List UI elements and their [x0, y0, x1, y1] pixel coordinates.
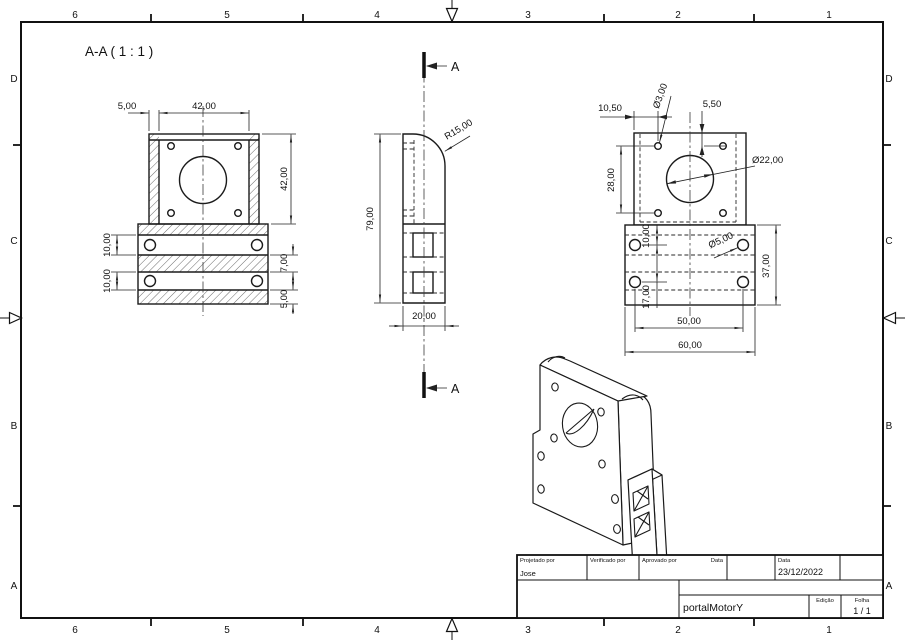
- dim-base: 5,00: [279, 290, 290, 309]
- mount-hole: [654, 141, 663, 150]
- dim-hole-span: 50,00: [677, 316, 701, 327]
- section-view-title: A-A ( 1 : 1 ): [85, 44, 153, 59]
- dim-corner-radius: R15,00: [443, 117, 475, 142]
- zone-col-bottom: 4: [374, 625, 380, 636]
- iso-view: [532, 355, 668, 569]
- base-hole: [628, 275, 642, 289]
- iso-square-slot: [633, 511, 651, 538]
- dim-thickness: 20,00: [412, 311, 436, 322]
- centering-arrow-right: [882, 311, 905, 325]
- dim-wall-thickness: 5,00: [118, 101, 137, 112]
- base-hole: [736, 238, 750, 252]
- dim-base-height: 37,00: [761, 254, 772, 278]
- zone-col-bottom: 5: [224, 625, 230, 636]
- hatch-right-wall: [249, 134, 259, 224]
- section-label-top: A: [451, 60, 460, 74]
- dim-edge-offset: 10,50: [598, 103, 622, 114]
- dim-top-offset: 5,50: [703, 99, 722, 110]
- checked-by-label: Verificado por: [590, 558, 626, 564]
- zone-row-left: A: [11, 581, 18, 592]
- edition-label: Edição: [816, 598, 834, 604]
- dim-cavity-height: 42,00: [279, 167, 290, 191]
- dim-slot-offset: 10,00: [641, 224, 652, 248]
- front-view: 10,50 Ø3,00 5,50 Ø22,00 28,00 10,00 17,0…: [598, 82, 783, 356]
- zone-labels: 6 5 4 3 2 1 6 5 4 3 2 1 D C B A D C B A: [10, 10, 892, 636]
- zone-col-bottom: 2: [675, 625, 681, 636]
- base-hole: [250, 274, 264, 288]
- sheet-number: 1 / 1: [853, 606, 871, 616]
- title-block: Projetado por Jose Verificado por Aprova…: [516, 554, 884, 619]
- zone-row-right: D: [885, 74, 892, 85]
- section-dimensions: 5,00 42,00 42,00 10,00 10,00 7,00 5,00: [102, 101, 298, 314]
- dim-slot-bottom: 10,00: [102, 269, 113, 293]
- iso-square-slot: [632, 485, 650, 512]
- iso-bore: [561, 402, 599, 448]
- part-name: portalMotorY: [683, 602, 743, 614]
- zone-col-top: 5: [224, 10, 230, 21]
- mount-hole: [166, 208, 175, 217]
- centering-arrow-left: [0, 311, 23, 325]
- dim-hole-spacing: 28,00: [606, 168, 617, 192]
- side-view: A A 79,00 20,00 R15,00: [365, 52, 475, 398]
- square-slot: [412, 232, 434, 258]
- base-hole: [250, 238, 264, 252]
- zone-row-left: B: [11, 421, 18, 432]
- dim-overall-width: 60,00: [678, 340, 702, 351]
- dim-bore: Ø22,00: [752, 155, 783, 166]
- centering-arrow-bottom: [445, 616, 459, 640]
- zone-ticks: [13, 14, 891, 626]
- zone-row-right: B: [886, 421, 893, 432]
- designed-by-label: Projetado por: [520, 558, 555, 564]
- dim-small-hole: Ø3,00: [651, 82, 670, 110]
- hidden-lines: [403, 140, 445, 294]
- zone-row-right: C: [885, 236, 892, 247]
- mount-hole: [719, 208, 728, 217]
- zone-row-left: D: [10, 74, 17, 85]
- centering-arrow-top: [445, 0, 459, 24]
- mount-hole: [166, 141, 175, 150]
- approved-by-label: Aprovado por: [642, 558, 677, 564]
- zone-col-bottom: 1: [826, 625, 832, 636]
- designed-by-value: Jose: [520, 569, 536, 578]
- zone-row-left: C: [10, 236, 17, 247]
- date-value: 23/12/2022: [778, 567, 823, 577]
- mount-hole: [233, 141, 242, 150]
- dim-row-spacing: 17,00: [641, 285, 652, 309]
- section-view: A-A ( 1 : 1 ) 5,00 42,00 42,00 10,00: [85, 44, 298, 316]
- dim-web: 7,00: [279, 254, 290, 273]
- date-label-1: Data: [711, 558, 724, 564]
- dim-slot-top: 10,00: [102, 233, 113, 257]
- sheet-label: Folha: [855, 598, 870, 604]
- zone-col-bottom: 3: [525, 625, 531, 636]
- date-label-2: Data: [778, 558, 791, 564]
- zone-col-top: 3: [525, 10, 531, 21]
- hidden-lines: [625, 134, 755, 291]
- square-slot: [412, 271, 434, 294]
- dim-cavity-width: 42,00: [192, 101, 216, 112]
- front-dimensions: 10,50 Ø3,00 5,50 Ø22,00 28,00 10,00 17,0…: [598, 82, 783, 356]
- zone-col-bottom: 6: [72, 625, 78, 636]
- mount-hole: [654, 208, 663, 217]
- zone-col-top: 4: [374, 10, 380, 21]
- zone-col-top: 1: [826, 10, 832, 21]
- base-hole: [143, 274, 157, 288]
- base-hole: [736, 275, 750, 289]
- zone-col-top: 6: [72, 10, 78, 21]
- zone-row-right: A: [886, 581, 893, 592]
- section-label-bottom: A: [451, 382, 460, 396]
- hatch-left-wall: [149, 134, 159, 224]
- zone-col-top: 2: [675, 10, 681, 21]
- base-hole: [628, 238, 642, 252]
- mount-hole: [233, 208, 242, 217]
- dim-overall-height: 79,00: [365, 207, 376, 231]
- base-hole: [143, 238, 157, 252]
- section-line: A A: [422, 52, 460, 398]
